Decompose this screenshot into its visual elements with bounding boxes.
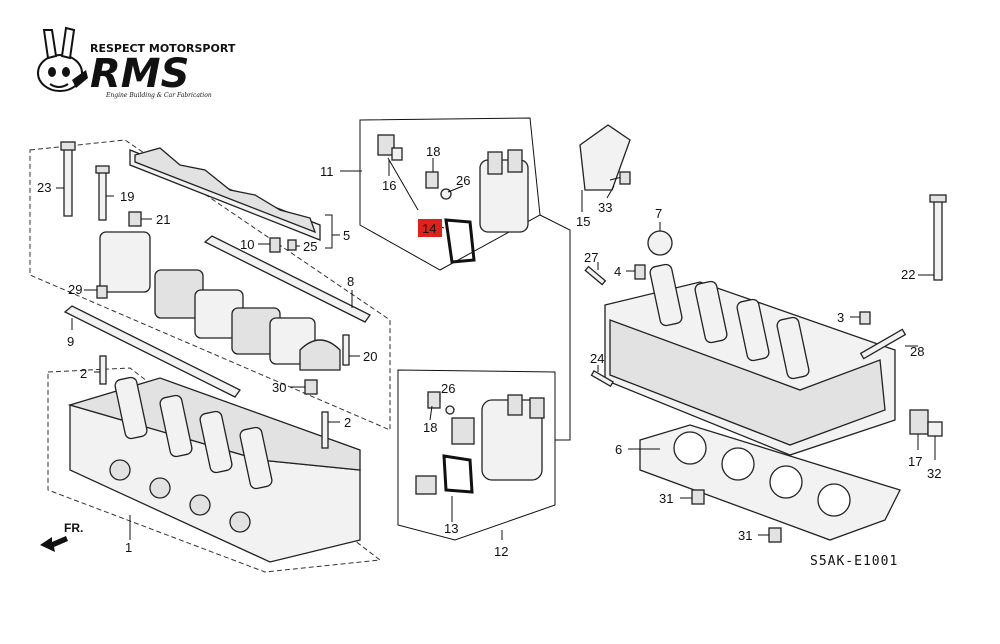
callout-33: 33: [598, 200, 612, 215]
bolt-20: [342, 334, 350, 366]
rms-logo: RESPECT MOTORSPORT RMS Engine Building &…: [37, 26, 236, 99]
callout-5: 5: [343, 228, 350, 243]
callout-labels: 1 2 2 3 4 5 6 7 8 9 10 11 12 13 14 15 16…: [37, 144, 941, 559]
rocker-shaft-8: [203, 235, 371, 323]
group-outlines: [29, 117, 571, 573]
dowel-31a: [691, 489, 705, 505]
callout-14-highlight: 14: [418, 219, 442, 237]
spool-valve-upper: [377, 134, 529, 264]
spool-valve-box-lower: [397, 369, 556, 541]
stud-28: [859, 328, 907, 360]
rocker-holder-5: [129, 147, 321, 241]
bracket-15: [579, 124, 631, 191]
front-label: FR.: [64, 521, 83, 535]
callout-31a: 31: [659, 491, 673, 506]
stud-2b: [321, 411, 329, 449]
rabbit-mascot-icon: [37, 26, 88, 92]
callout-26a: 26: [456, 173, 470, 188]
spool-valve-lower: [415, 391, 545, 495]
callout-21: 21: [156, 212, 170, 227]
logo-tagline: Engine Building & Car Fabrication: [105, 92, 212, 99]
stud-24: [590, 370, 614, 388]
callout-14: 14: [422, 221, 436, 236]
callout-24: 24: [590, 351, 604, 366]
callout-30: 30: [272, 380, 286, 395]
callout-11: 11: [320, 164, 334, 179]
cylinder-head-right: [584, 194, 947, 456]
callout-25: 25: [303, 239, 317, 254]
callout-1: 1: [125, 540, 132, 555]
callout-6: 6: [615, 442, 622, 457]
callout-7: 7: [655, 206, 662, 221]
callout-9: 9: [67, 334, 74, 349]
connector-line: [539, 214, 571, 441]
rocker-shaft-9: [63, 305, 241, 398]
cylinder-head-left: [67, 355, 361, 563]
callout-18b: 18: [423, 420, 437, 435]
dowel-30: [304, 379, 318, 395]
bolt-19: [95, 165, 110, 221]
dowel-3: [859, 311, 871, 325]
plug-21: [128, 211, 142, 227]
callout-18a: 18: [426, 144, 440, 159]
sensor-17: [909, 409, 929, 435]
callout-19: 19: [120, 189, 134, 204]
callout-29: 29: [68, 282, 82, 297]
callout-16: 16: [382, 178, 396, 193]
callout-13: 13: [444, 521, 458, 536]
stud-2a: [99, 355, 107, 385]
rocker-assembly-outline: [29, 139, 391, 431]
callout-22: 22: [901, 267, 915, 282]
callout-20: 20: [363, 349, 377, 364]
rocker-assembly: [60, 141, 371, 398]
callout-2b: 2: [344, 415, 351, 430]
stud-27: [584, 265, 607, 286]
dowel-10: [269, 237, 281, 253]
spool-valve-box-upper: [359, 117, 541, 271]
callout-4: 4: [614, 264, 621, 279]
callout-2a: 2: [80, 366, 87, 381]
dowel-25: [287, 239, 297, 251]
seal-7: [647, 230, 673, 256]
callout-12: 12: [494, 544, 508, 559]
logo-top-line: RESPECT MOTORSPORT: [90, 42, 236, 55]
callout-27: 27: [584, 250, 598, 265]
bolt-23: [60, 141, 76, 217]
cylinder-head-outline: [47, 367, 382, 573]
callout-3: 3: [837, 310, 844, 325]
callout-10: 10: [240, 237, 254, 252]
bolt-22: [933, 199, 943, 281]
callout-28: 28: [910, 344, 924, 359]
callout-17: 17: [908, 454, 922, 469]
dowel-29: [96, 285, 108, 299]
callout-26b: 26: [441, 381, 455, 396]
dowel-31b: [768, 527, 782, 543]
logo-mark: RMS: [90, 51, 189, 97]
callout-15: 15: [576, 214, 590, 229]
callout-23: 23: [37, 180, 51, 195]
callout-8: 8: [347, 274, 354, 289]
front-arrow-icon: FR.: [40, 521, 83, 552]
rocker-arm-stack: [99, 231, 341, 371]
dowel-4: [634, 264, 646, 280]
callout-32: 32: [927, 466, 941, 481]
diagram-code: S5AK-E1001: [810, 554, 898, 569]
washer-32: [927, 421, 943, 437]
callout-31b: 31: [738, 528, 752, 543]
